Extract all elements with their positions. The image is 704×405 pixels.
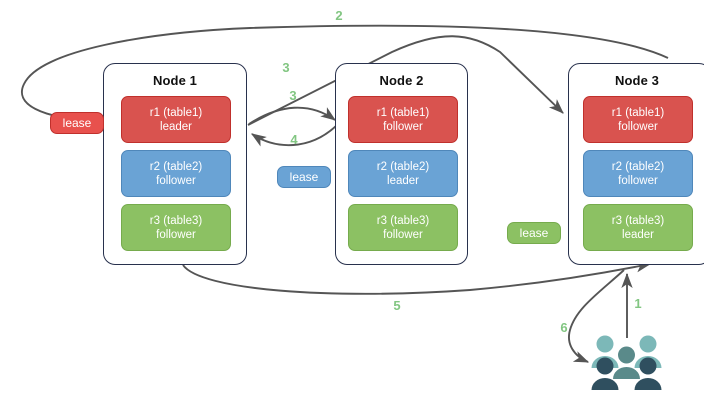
- replica-role: leader: [622, 228, 654, 241]
- lease-label: lease: [62, 116, 92, 130]
- replica-node3-r3[interactable]: r3 (table3) leader: [583, 204, 693, 251]
- step-label-2: 2: [335, 8, 343, 23]
- node-title: Node 1: [153, 73, 197, 88]
- replica-role: leader: [160, 120, 192, 133]
- replica-role: leader: [387, 174, 419, 187]
- replica-role: follower: [383, 228, 423, 241]
- replica-name: r2 (table2): [149, 160, 203, 173]
- step-label-5: 5: [393, 298, 401, 313]
- users-group-icon: [588, 332, 666, 394]
- replica-node2-r1[interactable]: r1 (table1) follower: [348, 96, 458, 143]
- replica-name: r3 (table3): [611, 214, 665, 227]
- node-card-node2[interactable]: Node 2 r1 (table1) follower r2 (table2) …: [335, 63, 468, 265]
- lease-label: lease: [289, 170, 319, 184]
- replica-name: r1 (table1): [149, 106, 203, 119]
- replica-node3-r2[interactable]: r2 (table2) follower: [583, 150, 693, 197]
- lease-badge-r1[interactable]: lease: [50, 112, 104, 134]
- replica-name: r3 (table3): [149, 214, 203, 227]
- step-label-3-lower: 3: [289, 88, 297, 103]
- arrow-step-5: [182, 261, 652, 295]
- replica-role: follower: [383, 120, 423, 133]
- lease-badge-r2[interactable]: lease: [277, 166, 331, 188]
- replica-name: r1 (table1): [611, 106, 665, 119]
- replica-role: follower: [618, 174, 658, 187]
- replica-node2-r3[interactable]: r3 (table3) follower: [348, 204, 458, 251]
- replica-node1-r3[interactable]: r3 (table3) follower: [121, 204, 231, 251]
- arrow-step-3-lower: [248, 106, 336, 125]
- replica-role: follower: [156, 174, 196, 187]
- replica-name: r1 (table1): [376, 106, 430, 119]
- lease-label: lease: [519, 226, 549, 240]
- lease-badge-r3[interactable]: lease: [507, 222, 561, 244]
- step-label-6: 6: [560, 320, 568, 335]
- node-title: Node 2: [379, 73, 424, 88]
- replica-node3-r1[interactable]: r1 (table1) follower: [583, 96, 693, 143]
- node-title: Node 3: [615, 73, 659, 88]
- step-label-4: 4: [290, 132, 298, 147]
- replica-node1-r2[interactable]: r2 (table2) follower: [121, 150, 231, 197]
- replica-name: r3 (table3): [376, 214, 430, 227]
- step-label-3-upper: 3: [282, 60, 290, 75]
- node-card-node1[interactable]: Node 1 r1 (table1) leader r2 (table2) fo…: [103, 63, 247, 265]
- replica-role: follower: [156, 228, 196, 241]
- replica-name: r2 (table2): [611, 160, 665, 173]
- replica-name: r2 (table2): [376, 160, 430, 173]
- step-label-1: 1: [634, 296, 642, 311]
- replica-role: follower: [618, 120, 658, 133]
- replica-node2-r2[interactable]: r2 (table2) leader: [348, 150, 458, 197]
- replica-node1-r1[interactable]: r1 (table1) leader: [121, 96, 231, 143]
- node-card-node3[interactable]: Node 3 r1 (table1) follower r2 (table2) …: [568, 63, 704, 265]
